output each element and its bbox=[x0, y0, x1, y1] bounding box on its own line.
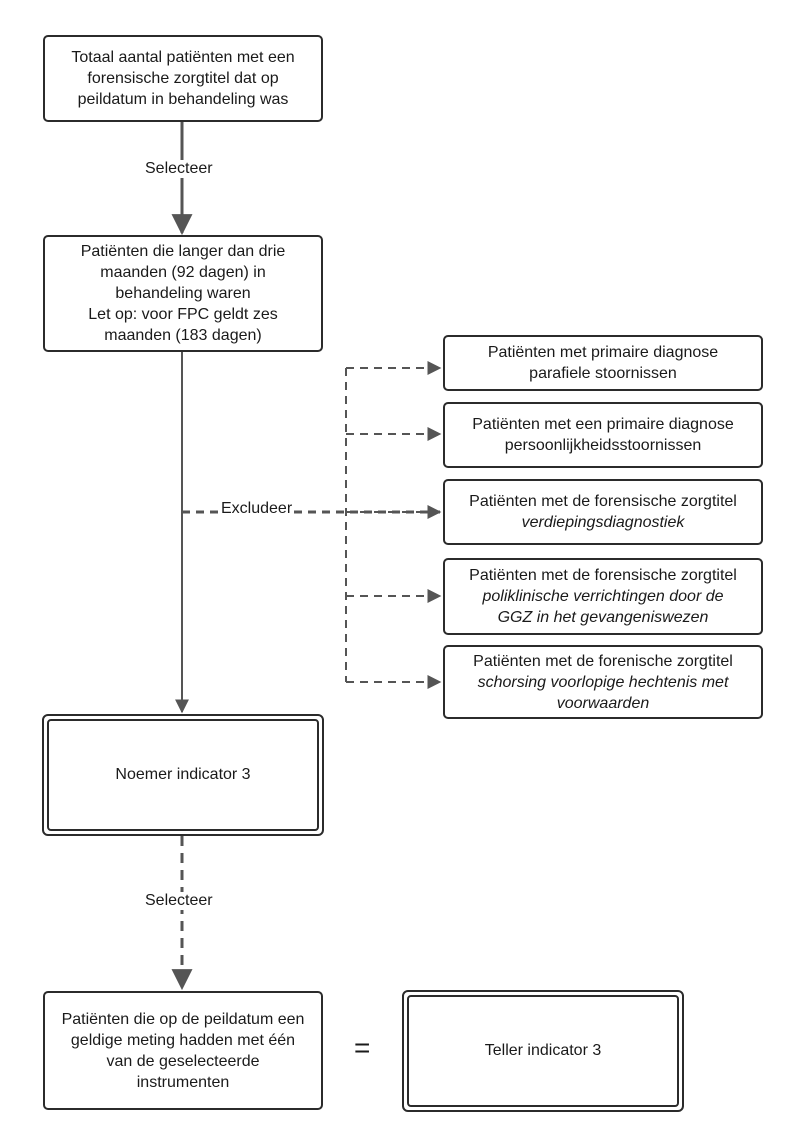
node-longer-line-5: maanden (183 dagen) bbox=[104, 327, 262, 344]
node-valid-line-1: Patiënten die op de peildatum een bbox=[61, 1010, 305, 1028]
node-denominator: Noemer indicator 3 bbox=[42, 714, 324, 836]
exclusion-box-3: Patiënten met de forensische zorgtitel v… bbox=[443, 479, 763, 545]
exclusion-5-line-1: Patiënten met de forenische zorgtitel bbox=[473, 652, 733, 670]
node-numerator: Teller indicator 3 bbox=[402, 990, 684, 1112]
node-valid-line-4: instrumenten bbox=[136, 1073, 230, 1091]
node-total-patients: Totaal aantal patiënten met een forensis… bbox=[43, 35, 323, 122]
edge-label-select-1: Selecteer bbox=[143, 160, 215, 178]
exclusion-box-1: Patiënten met primaire diagnose parafiel… bbox=[443, 335, 763, 391]
exclusion-4-line-3: GGZ in het gevangeniswezen bbox=[497, 609, 709, 626]
edge-label-select-2: Selecteer bbox=[143, 892, 215, 910]
equals-sign: = bbox=[354, 1032, 371, 1063]
node-longer-line-3: behandeling waren bbox=[115, 285, 251, 302]
exclusion-4-line-2: poliklinische verrichtingen door de bbox=[482, 588, 724, 605]
exclusion-box-4: Patiënten met de forensische zorgtitel p… bbox=[443, 558, 763, 635]
exclusion-1-line-1: Patiënten met primaire diagnose bbox=[487, 344, 719, 361]
node-numerator-label: Teller indicator 3 bbox=[484, 1042, 602, 1059]
node-denominator-label: Noemer indicator 3 bbox=[115, 766, 251, 783]
exclusion-5-line-3: voorwaarden bbox=[556, 694, 650, 712]
exclusion-box-5: Patiënten met de forenische zorgtitel sc… bbox=[443, 645, 763, 719]
edge-label-exclude: Excludeer bbox=[219, 500, 295, 518]
node-total-line-1: Totaal aantal patiënten met een bbox=[71, 49, 295, 66]
exclusion-5-line-2: schorsing voorlopige hechtenis met bbox=[477, 673, 729, 691]
exclusion-3-line-2: verdiepingsdiagnostiek bbox=[521, 514, 685, 531]
exclusion-4-line-1: Patiënten met de forensische zorgtitel bbox=[469, 567, 737, 584]
node-total-line-3: peildatum in behandeling was bbox=[77, 91, 289, 108]
exclusion-1-line-2: parafiele stoornissen bbox=[529, 365, 677, 382]
node-longer-line-4: Let op: voor FPC geldt zes bbox=[88, 306, 278, 323]
exclusion-2-line-1: Patiënten met een primaire diagnose bbox=[472, 416, 734, 433]
node-total-line-2: forensische zorgtitel dat op bbox=[87, 70, 279, 87]
node-longer-than-three-months: Patiënten die langer dan drie maanden (9… bbox=[43, 235, 323, 352]
node-valid-line-2: geldige meting hadden met één bbox=[70, 1031, 296, 1049]
node-longer-line-2: maanden (92 dagen) in bbox=[100, 264, 266, 281]
exclusion-3-line-1: Patiënten met de forensische zorgtitel bbox=[469, 493, 737, 510]
exclusion-box-2: Patiënten met een primaire diagnose pers… bbox=[443, 402, 763, 468]
node-valid-line-3: van de geselecteerde bbox=[106, 1052, 260, 1070]
exclusion-2-line-2: persoonlijkheidsstoornissen bbox=[504, 437, 702, 454]
node-longer-line-1: Patiënten die langer dan drie bbox=[80, 243, 286, 260]
node-valid-measurement: Patiënten die op de peildatum een geldig… bbox=[43, 991, 323, 1110]
